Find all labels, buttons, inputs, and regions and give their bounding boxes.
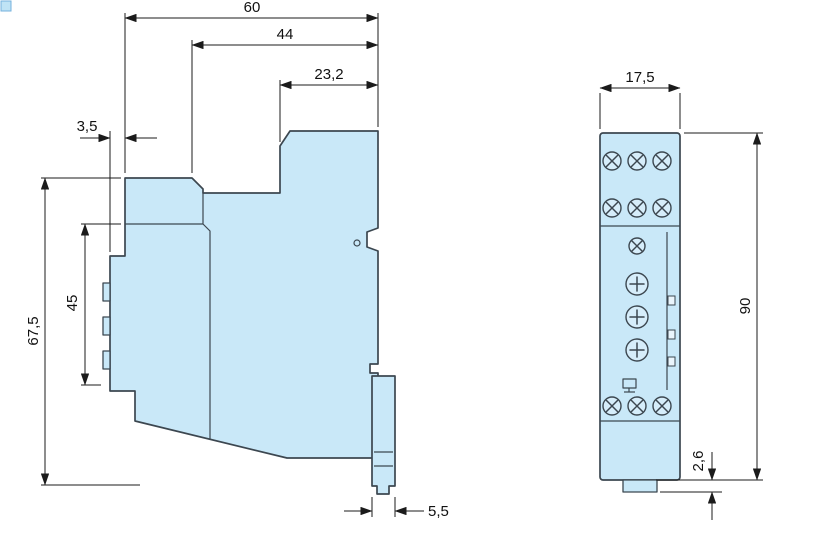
scale-tick xyxy=(667,356,676,367)
screw-terminal-icon xyxy=(602,396,622,416)
adjustment-knob-icon xyxy=(625,338,649,362)
scale-ticks xyxy=(667,295,676,367)
screw-terminal-icon xyxy=(652,151,672,171)
scale-tick xyxy=(667,295,676,306)
dim-front-width: 17,5 xyxy=(599,69,681,129)
dim-side-top-section-width: 23,2 xyxy=(279,66,379,142)
scale-tick xyxy=(667,329,676,340)
dim-side-terminal-height: 45 xyxy=(64,223,121,386)
screw-terminal-icon xyxy=(652,396,672,416)
terminal-lugs xyxy=(102,282,111,370)
side-view-detail-lines xyxy=(125,193,393,467)
dim-front-width-label: 17,5 xyxy=(625,69,654,86)
dim-side-total-height: 67,5 xyxy=(25,177,140,486)
screw-terminal-icon xyxy=(652,198,672,218)
terminal-lug xyxy=(102,316,111,336)
dim-side-top-section-width-label: 23,2 xyxy=(314,66,343,83)
front-view-bottom-foot xyxy=(622,479,658,493)
dim-side-front-lip: 3,5 xyxy=(77,118,157,252)
screw-terminal-icon xyxy=(602,151,622,171)
dim-front-height-label: 90 xyxy=(737,298,754,315)
terminal-screws-top xyxy=(602,151,672,218)
terminal-lug xyxy=(102,350,111,370)
corner-artifact xyxy=(0,0,12,12)
terminal-screws-bottom xyxy=(602,396,672,416)
screw-terminal-icon xyxy=(627,151,647,171)
adjustment-knob-icon xyxy=(625,272,649,296)
front-view-panel-lines xyxy=(600,225,680,422)
dim-side-clip-depth-label: 5,5 xyxy=(428,503,449,520)
din-rail-clip xyxy=(371,375,396,495)
clip-spring-lines xyxy=(374,451,393,467)
side-view: 60 44 23,2 3,5 67,5 45 xyxy=(25,0,449,520)
front-view: 17,5 90 2,6 xyxy=(599,69,763,520)
mounting-hole xyxy=(353,239,361,247)
dim-front-foot-height: 2,6 xyxy=(660,451,722,520)
front-panel-groove xyxy=(125,193,211,439)
adjustment-knob-icon xyxy=(625,305,649,329)
screw-terminal-icon xyxy=(628,237,646,255)
dim-front-foot-height-label: 2,6 xyxy=(690,451,707,472)
screw-terminal-icon xyxy=(602,198,622,218)
dim-side-total-height-label: 67,5 xyxy=(25,316,42,345)
dim-side-body-width-label: 44 xyxy=(277,26,294,43)
side-view-body-outline xyxy=(109,130,379,459)
screw-terminal-icon xyxy=(627,396,647,416)
dim-side-total-width: 60 xyxy=(124,0,379,173)
screw-terminal-icon xyxy=(627,198,647,218)
terminal-lug xyxy=(102,282,111,302)
relay-symbol-icon xyxy=(622,378,637,393)
dim-side-front-lip-label: 3,5 xyxy=(77,118,98,135)
dim-side-total-width-label: 60 xyxy=(244,0,261,16)
adjustment-knobs xyxy=(625,237,649,362)
dim-side-terminal-height-label: 45 xyxy=(64,295,81,312)
dim-side-body-width: 44 xyxy=(191,26,379,173)
dim-side-clip-depth: 5,5 xyxy=(344,497,449,520)
